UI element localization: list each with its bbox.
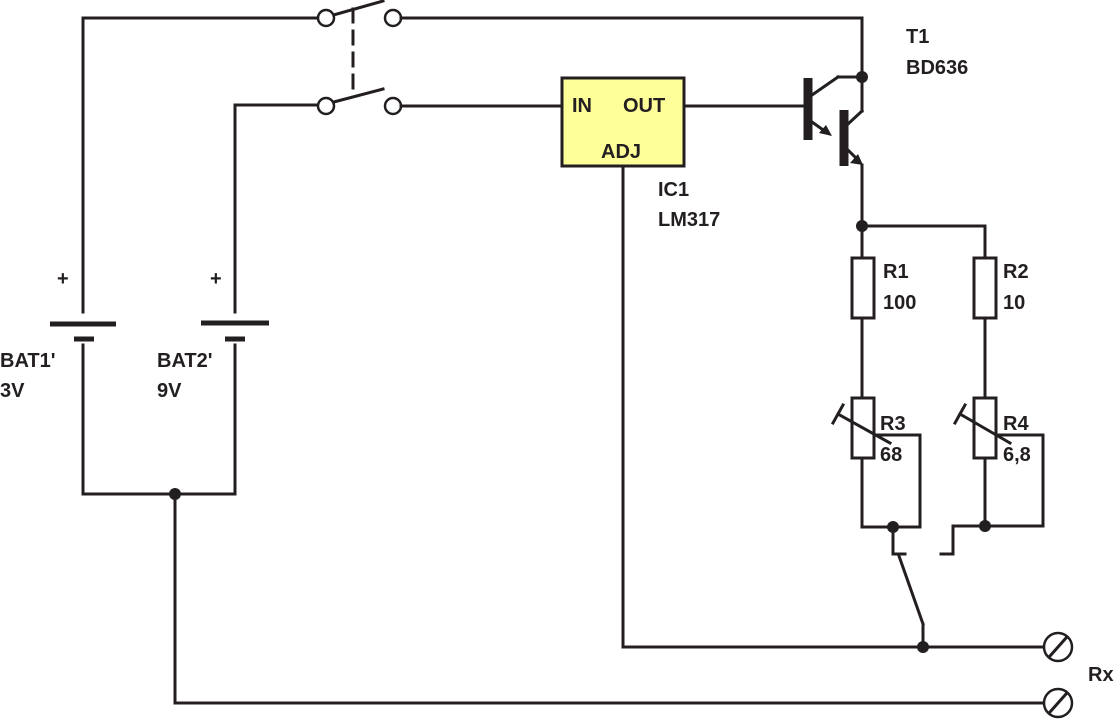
- regulator-name-label: IC1: [658, 179, 689, 201]
- regulator-pin-out: OUT: [623, 95, 665, 117]
- wire-common-return: [173, 492, 1046, 705]
- regulator-ic1: IN OUT ADJ IC1 LM317: [560, 76, 720, 231]
- junction-emitter: [856, 220, 868, 232]
- output-label: Rx: [1088, 664, 1114, 686]
- r2-name-label: R2: [1003, 261, 1029, 283]
- transistor-name-label: T1: [906, 26, 929, 48]
- transistor-t1: T1 BD636: [803, 26, 968, 166]
- potentiometer-r3: R3 68: [830, 396, 922, 533]
- bat1-value-label: 3V: [0, 380, 25, 402]
- range-selector-switch: [891, 524, 987, 653]
- potentiometer-r4: R4 6,8: [952, 396, 1045, 532]
- wire-r2-branch: [860, 224, 987, 260]
- output-terminals: Rx: [1042, 631, 1114, 719]
- r4-value-label: 6,8: [1003, 444, 1031, 466]
- r4-name-label: R4: [1003, 413, 1029, 435]
- r1-name-label: R1: [883, 261, 909, 283]
- r1-value-label: 100: [883, 292, 916, 314]
- double-pole-switch: [316, 0, 403, 116]
- bat1-name-label: BAT1': [0, 350, 56, 372]
- r3-name-label: R3: [880, 413, 906, 435]
- battery-bat2: + BAT2' 9V: [157, 103, 323, 496]
- resistor-r2: R2 10: [972, 256, 1029, 320]
- bat2-value-label: 9V: [157, 380, 182, 402]
- r3-value-label: 68: [880, 444, 902, 466]
- bat1-plus-sign: +: [57, 268, 69, 290]
- resistor-r1: R1 100: [850, 256, 916, 320]
- regulator-pin-in: IN: [572, 95, 592, 117]
- bat2-name-label: BAT2': [157, 350, 213, 372]
- regulator-pin-adj: ADJ: [601, 141, 641, 163]
- bat2-plus-sign: +: [210, 268, 222, 290]
- r2-value-label: 10: [1003, 292, 1025, 314]
- wire-collector: [399, 16, 864, 78]
- transistor-part-label: BD636: [906, 57, 968, 79]
- regulator-part-label: LM317: [658, 209, 720, 231]
- battery-bat1: + BAT1' 3V: [0, 16, 323, 496]
- wire-adj: [621, 164, 1046, 649]
